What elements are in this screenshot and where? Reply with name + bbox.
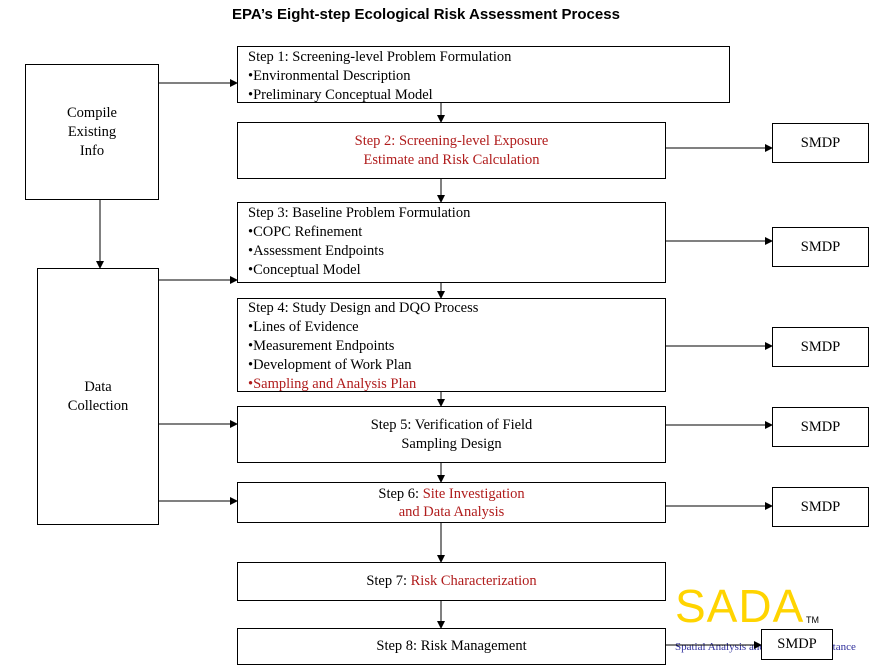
step-4-bullet-3: •Development of Work Plan	[248, 357, 412, 373]
sada-logo-tm: TM	[806, 615, 819, 625]
step-8-box: Step 8: Risk Management	[237, 628, 666, 665]
data-collection-line-1: Data	[84, 378, 112, 395]
step-6-red-1: Site Investigation	[422, 485, 525, 502]
compile-line-3: Info	[79, 142, 105, 159]
compile-line-1: Compile	[67, 104, 117, 121]
step-4-bullet-2: •Measurement Endpoints	[248, 338, 395, 354]
step-2-line-1: Step 2: Screening-level Exposure	[354, 132, 549, 149]
step-3-bullet-1: •COPC Refinement	[248, 224, 363, 240]
step-6-prefix: Step 6:	[378, 485, 423, 502]
smdp-label: SMDP	[800, 134, 841, 151]
smdp-label: SMDP	[800, 338, 841, 355]
smdp-box-step-3: SMDP	[772, 227, 869, 267]
step-7-prefix: Step 7:	[366, 573, 411, 589]
step-5-box: Step 5: Verification of Field Sampling D…	[237, 406, 666, 463]
diagram-title: EPA’s Eight-step Ecological Risk Assessm…	[232, 6, 620, 23]
step-4-box: Step 4: Study Design and DQO Process •Li…	[237, 298, 666, 392]
data-collection-box: Data Collection	[37, 268, 159, 525]
step-7-box: Step 7: Risk Characterization	[237, 562, 666, 601]
smdp-label: SMDP	[800, 498, 841, 515]
smdp-box-step-2: SMDP	[772, 123, 869, 163]
compile-existing-info-box: Compile Existing Info	[25, 64, 159, 200]
smdp-label: SMDP	[800, 238, 841, 255]
step-6-line-1: Step 6: Site Investigation	[378, 485, 524, 503]
step-1-box: Step 1: Screening-level Problem Formulat…	[237, 46, 730, 103]
step-7-line: Step 7: Risk Characterization	[366, 572, 536, 591]
sada-logo-text: SADA	[675, 580, 805, 632]
compile-line-2: Existing	[67, 123, 117, 140]
step-3-bullet-3: •Conceptual Model	[248, 262, 361, 278]
step-1-bullet-1: •Environmental Description	[248, 68, 411, 84]
step-3-bullet-2: •Assessment Endpoints	[248, 243, 384, 259]
smdp-box-step-4: SMDP	[772, 327, 869, 367]
step-5-line-1: Step 5: Verification of Field	[370, 416, 533, 433]
step-3-title: Step 3: Baseline Problem Formulation	[248, 205, 471, 221]
step-8-line: Step 8: Risk Management	[376, 638, 527, 654]
step-1-title: Step 1: Screening-level Problem Formulat…	[248, 49, 512, 65]
step-2-box: Step 2: Screening-level Exposure Estimat…	[237, 122, 666, 179]
smdp-label: SMDP	[777, 636, 817, 652]
step-6-red-2: and Data Analysis	[398, 503, 505, 520]
smdp-box-step-5: SMDP	[772, 407, 869, 447]
step-2-line-2: Estimate and Risk Calculation	[363, 151, 540, 168]
step-1-bullet-2: •Preliminary Conceptual Model	[248, 87, 433, 103]
step-4-bullet-1: •Lines of Evidence	[248, 319, 359, 335]
step-6-box: Step 6: Site Investigation and Data Anal…	[237, 482, 666, 523]
step-3-box: Step 3: Baseline Problem Formulation •CO…	[237, 202, 666, 283]
step-5-line-2: Sampling Design	[401, 435, 502, 452]
step-4-bullet-4: •Sampling and Analysis Plan	[248, 376, 417, 392]
step-7-red: Risk Characterization	[410, 573, 537, 589]
smdp-label: SMDP	[800, 418, 841, 435]
step-4-title: Step 4: Study Design and DQO Process	[248, 300, 479, 316]
data-collection-line-2: Collection	[67, 397, 129, 414]
